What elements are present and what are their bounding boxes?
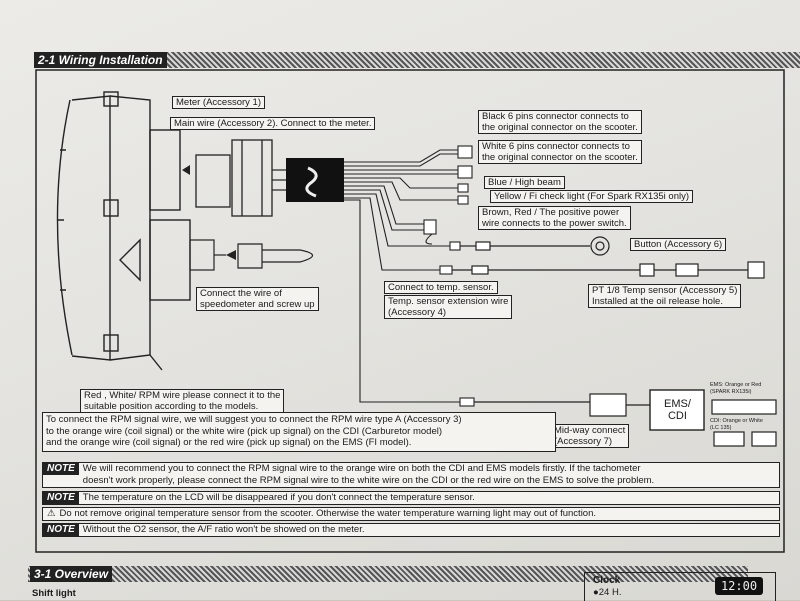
rpm-instruction-paragraph: To connect the RPM signal wire, we will … (42, 412, 556, 452)
label-rpm-wire: Red , White/ RPM wire please connect it … (80, 389, 285, 413)
button-accessory (460, 236, 610, 256)
wires (344, 149, 460, 403)
diagram-frame (35, 69, 785, 553)
clock-dot-icon: ● (593, 587, 599, 598)
label-midway-connect: Mid-way connect(Accessory 7) (550, 424, 630, 448)
label-cdi-orange: CDI: Orange or White(LC 135) (710, 418, 763, 431)
overview-clock-box: Clock ●24 H. 12:00 (584, 572, 776, 601)
meter-drawing (56, 91, 191, 371)
warning-temperature-sensor: ⚠Do not remove original temperature sens… (42, 507, 780, 521)
label-temp-extension: Temp. sensor extension wire(Accessory 4) (384, 295, 513, 319)
section-header: 2-1 Wiring Installation (34, 52, 167, 68)
overview-clock-label: Clock (593, 575, 621, 586)
connector-arrow (182, 165, 190, 175)
overview-header-bar (28, 566, 748, 582)
overview-clock-display: 12:00 (715, 577, 763, 595)
label-pt-temp-sensor: PT 1/8 Temp sensor (Accessory 5)Installe… (588, 284, 742, 308)
label-button: Button (Accessory 6) (630, 238, 727, 251)
note-badge: NOTE (43, 492, 79, 504)
label-ems-orange: EMS: Orange or Red(SPARK RX135i) (710, 382, 762, 395)
temp-extension-wire (452, 261, 765, 279)
label-blue-high-beam: Blue / High beam (484, 176, 565, 189)
label-yellow-fi: Yellow / Fi check light (For Spark RX135… (490, 190, 694, 203)
note-badge: NOTE (43, 463, 79, 475)
overview-clock-hours: ●24 H. (593, 587, 622, 598)
label-main-wire: Main wire (Accessory 2). Connect to the … (170, 117, 376, 130)
note-badge: NOTE (43, 524, 79, 536)
speedometer-port (189, 239, 314, 271)
warning-icon: ⚠ (47, 508, 56, 519)
label-temp-sensor: Connect to temp. sensor. (384, 281, 498, 294)
main-connector (195, 139, 273, 217)
overview-shift-light: Shift light (32, 588, 76, 599)
section-header-bar (34, 52, 800, 68)
sheath-break-mark (305, 166, 318, 198)
label-meter: Meter (Accessory 1) (172, 96, 265, 109)
wire-connectors (423, 145, 475, 407)
rpm-wire (474, 389, 777, 447)
label-ems-cdi: EMS/CDI (664, 398, 691, 422)
speedo-arrow (226, 250, 236, 260)
overview-header: 3-1 Overview (30, 566, 113, 582)
